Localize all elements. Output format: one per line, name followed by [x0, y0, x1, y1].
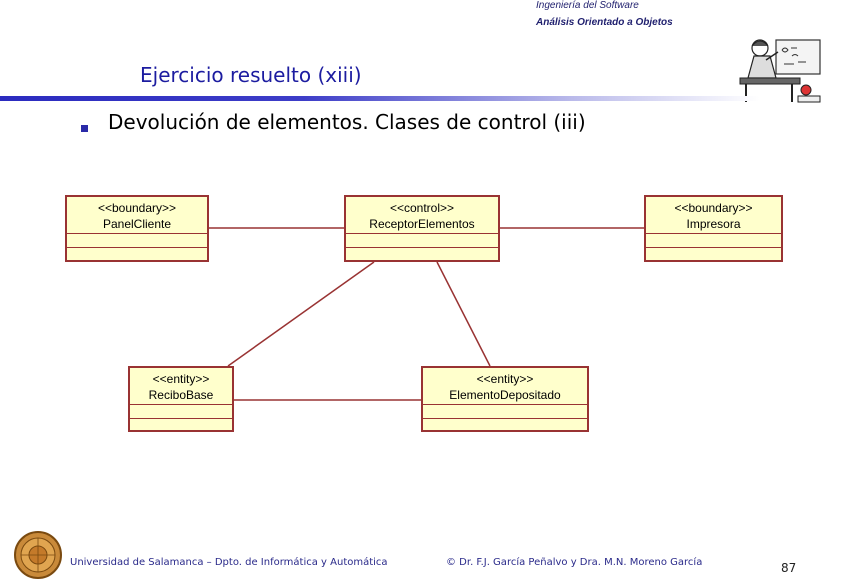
class-attributes-section: [646, 234, 781, 248]
class-attributes-section: [423, 405, 587, 419]
teacher-illustration: [739, 39, 821, 103]
class-receptor-elementos[interactable]: <<control>> ReceptorElementos: [344, 195, 500, 262]
class-name: ElementoDepositado: [449, 388, 561, 402]
class-stereotype: <<entity>>: [152, 372, 210, 386]
class-stereotype: <<control>>: [389, 201, 455, 215]
class-stereotype: <<boundary>>: [97, 201, 177, 215]
class-name: ReceptorElementos: [369, 217, 475, 231]
slide-title: Ejercicio resuelto (xiii): [140, 63, 362, 87]
class-attributes-section: [130, 405, 232, 419]
class-header: <<entity>> ReciboBase: [130, 368, 232, 405]
association-receptor-recibo: [227, 261, 375, 367]
class-name: Impresora: [686, 217, 741, 231]
class-name: ReciboBase: [148, 388, 214, 402]
class-header: <<boundary>> PanelCliente: [67, 197, 207, 234]
bullet-icon: [81, 125, 88, 132]
title-underline: [0, 96, 760, 101]
class-stereotype: <<boundary>>: [674, 201, 753, 215]
topic-name: Análisis Orientado a Objetos: [536, 17, 673, 28]
class-header: <<entity>> ElementoDepositado: [423, 368, 587, 405]
class-attributes-section: [67, 234, 207, 248]
footer-institution: Universidad de Salamanca – Dpto. de Info…: [70, 557, 388, 568]
university-seal-logo: [14, 531, 62, 579]
class-name: PanelCliente: [102, 217, 172, 231]
class-header: <<boundary>> Impresora: [646, 197, 781, 234]
association-receptor-elemento: [436, 261, 491, 367]
footer-authors: © Dr. F.J. García Peñalvo y Dra. M.N. Mo…: [446, 557, 703, 568]
slide-bullet-text: Devolución de elementos. Clases de contr…: [108, 110, 586, 134]
class-attributes-section: [346, 234, 498, 248]
class-elemento-depositado[interactable]: <<entity>> ElementoDepositado: [421, 366, 589, 432]
class-recibo-base[interactable]: <<entity>> ReciboBase: [128, 366, 234, 432]
course-name: Ingeniería del Software: [536, 0, 639, 11]
class-stereotype: <<entity>>: [476, 372, 534, 386]
page-number: 87: [781, 561, 797, 575]
class-header: <<control>> ReceptorElementos: [346, 197, 498, 234]
class-impresora[interactable]: <<boundary>> Impresora: [644, 195, 783, 262]
class-panel-cliente[interactable]: <<boundary>> PanelCliente: [65, 195, 209, 262]
